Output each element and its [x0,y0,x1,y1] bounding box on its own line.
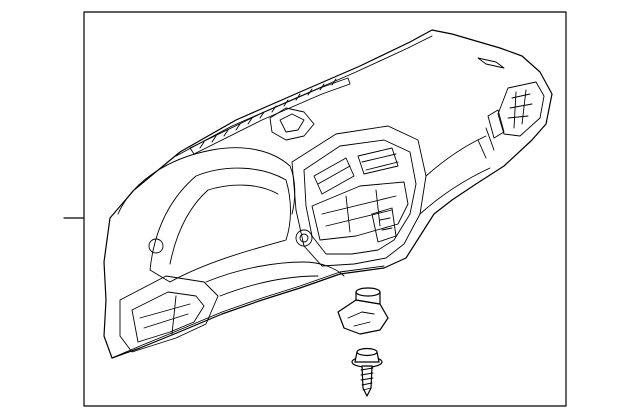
defrost-vent [189,77,351,155]
center-vent-right [357,147,399,175]
right-end-vent [497,81,545,137]
radio-cavity-detail [321,189,397,233]
screw-head-top [356,347,378,357]
clip-nut [337,287,389,335]
screw-threads [360,367,374,391]
screw [351,347,383,397]
right-end-vent-detail [507,89,533,129]
left-end-vent-detail [139,295,191,335]
column-opening [269,107,315,141]
cluster-inner-lip [169,184,279,265]
left-end-vent-inner [131,291,205,343]
screw-shank [361,365,373,397]
instrument-panel-outline [103,29,553,359]
bottom-lip [111,265,385,359]
top-crease [175,35,433,157]
cluster-opening [149,167,291,283]
defrost-slats [199,78,337,149]
instrument-panel [103,29,553,359]
left-knob [148,238,164,254]
center-vent-slats [317,153,399,185]
radio-cavity [311,181,409,241]
clip-nut-tabs [347,311,375,327]
right-end-slot [477,57,505,69]
diagram-frame [83,11,567,407]
clip-nut-base [337,299,389,335]
column-opening-inner [279,113,305,133]
stack-switch [295,229,313,247]
cluster-hood [117,147,296,215]
hvac-bracket [371,207,397,243]
clip-nut-top [355,287,381,297]
passenger-face-crease [419,135,491,215]
right-end-bracket [477,109,505,159]
stack-switch-inner [299,233,309,243]
lower-sweep-2 [219,275,319,297]
lower-sweep [205,261,345,283]
center-vent-left [313,157,355,195]
left-end-vent [119,275,219,353]
